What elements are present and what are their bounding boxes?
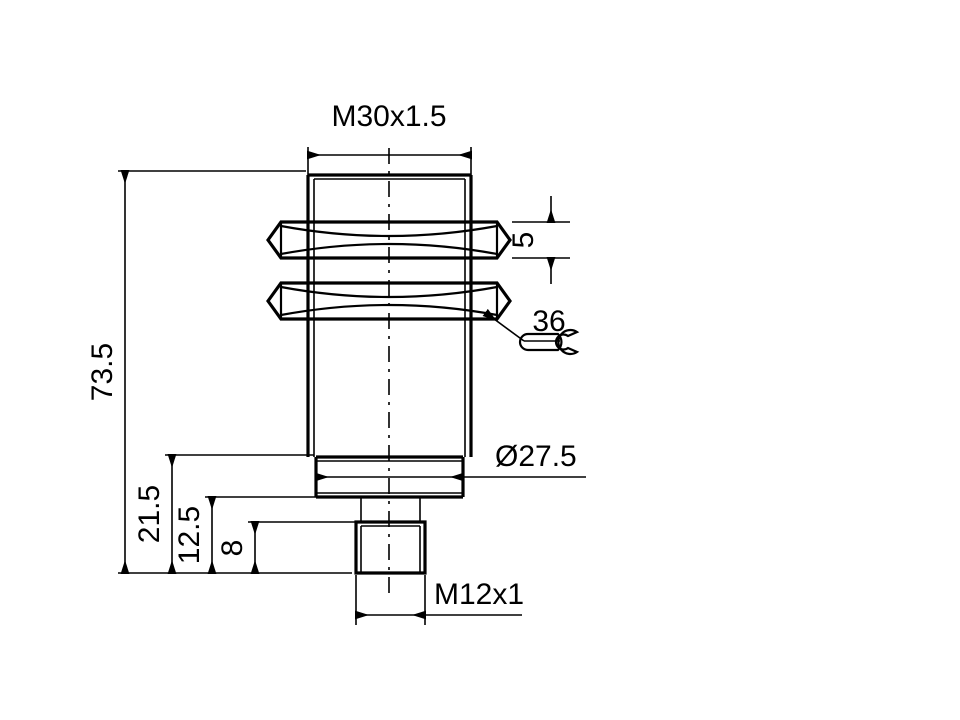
dimension-12-5: 12.5 [173,496,358,574]
dimension-5: 5 [507,196,570,284]
connector-base [360,497,421,522]
dimension-label-12-5: 12.5 [173,506,206,564]
dimension-21-5: 21.5 [133,454,314,574]
dimension-label-73-5: 73.5 [86,343,119,401]
dimension-8: 8 [216,521,358,574]
m12-connector [354,520,427,575]
dimension-label-8: 8 [216,540,249,557]
dimension-36-wrench: 36 [482,305,580,356]
sensor-geometry [266,148,512,600]
dimension-dia-27-5: Ø27.5 [315,440,586,482]
dimension-label-dia-27-5: Ø27.5 [495,440,577,473]
dimension-label-m30: M30x1.5 [331,100,446,133]
dimension-m30: M30x1.5 [307,100,472,178]
dimension-m12: M12x1 [355,575,524,625]
dimension-label-36: 36 [532,305,565,338]
dimension-label-5: 5 [507,232,540,249]
dimension-73-5: 73.5 [86,170,352,574]
upper-hex-nut [266,220,512,260]
wrench-icon [518,328,580,356]
dimension-label-21-5: 21.5 [133,485,166,543]
dimension-label-m12: M12x1 [434,578,524,611]
